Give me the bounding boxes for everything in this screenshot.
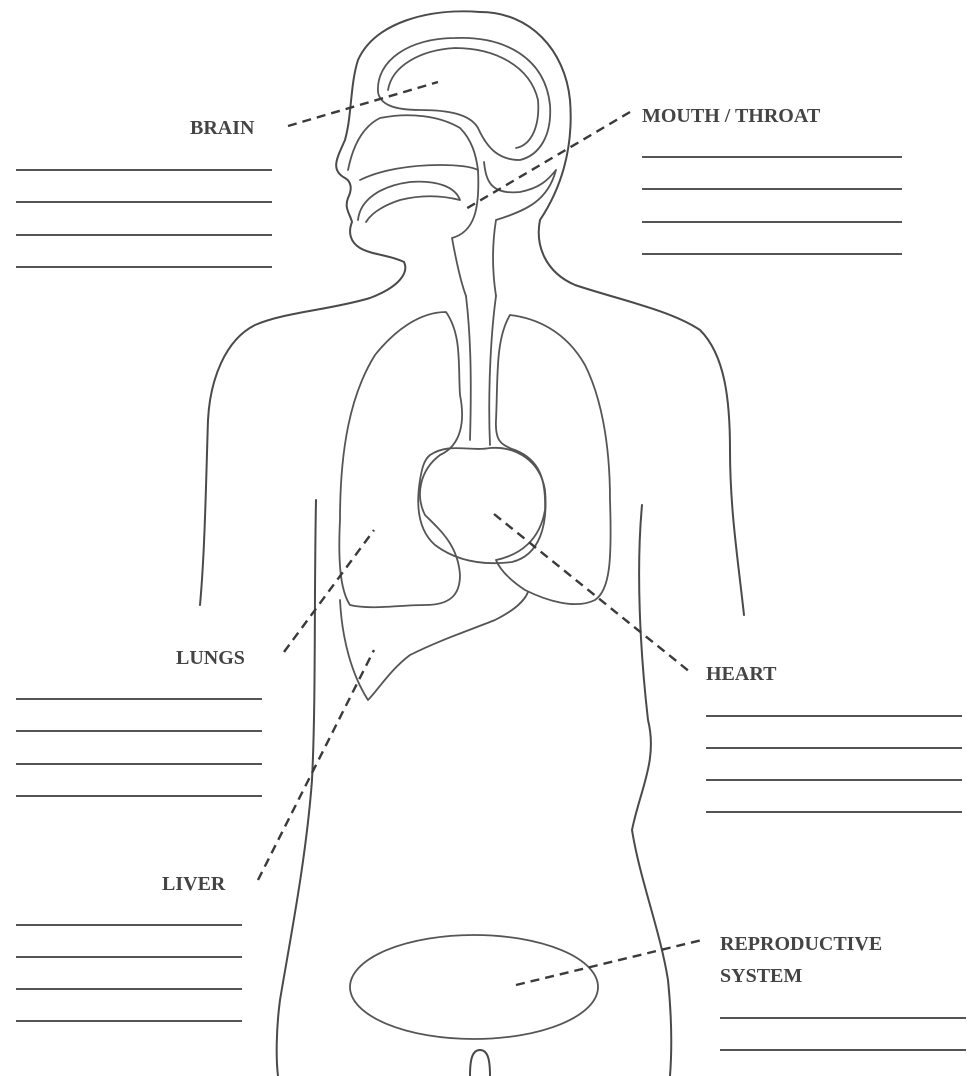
- torso-left: [277, 500, 316, 1076]
- label-liver: LIVER: [162, 873, 226, 895]
- head-back: [480, 12, 744, 615]
- label-reproductive-line2: SYSTEM: [720, 965, 802, 987]
- label-mouth-throat: MOUTH / THROAT: [642, 105, 821, 127]
- answer-lines-liver: [16, 925, 242, 1021]
- throat-right: [484, 162, 556, 296]
- mouth-cavity: [358, 182, 460, 222]
- torso-right: [632, 505, 671, 1076]
- label-lungs: LUNGS: [176, 647, 245, 669]
- throat-left: [452, 170, 478, 296]
- label-reproductive-line1: REPRODUCTIVE: [720, 933, 882, 955]
- answer-lines-mouth-throat: [642, 157, 902, 254]
- body-outline: [200, 11, 744, 1076]
- liver-outline: [340, 592, 528, 700]
- lungs-leader: [284, 530, 374, 652]
- brain-outline: [378, 38, 550, 160]
- label-heart: HEART: [706, 663, 777, 685]
- answer-lines-lungs: [16, 699, 262, 796]
- trachea: [466, 296, 496, 445]
- crotch: [470, 1050, 490, 1076]
- brain-inner: [388, 48, 538, 148]
- answer-lines-heart: [706, 716, 962, 812]
- liver-leader: [258, 650, 374, 880]
- answer-lines-reproductive: [720, 1018, 966, 1050]
- answer-lines-brain: [16, 170, 272, 267]
- reproductive-leader: [516, 940, 702, 985]
- nasal-cavity: [348, 115, 478, 180]
- label-brain: BRAIN: [190, 117, 255, 139]
- reproductive-oval: [350, 935, 598, 1039]
- heart-leader: [494, 514, 690, 672]
- mouth-throat-leader: [464, 112, 630, 210]
- brain-leader: [288, 82, 438, 126]
- lung-left: [339, 312, 462, 607]
